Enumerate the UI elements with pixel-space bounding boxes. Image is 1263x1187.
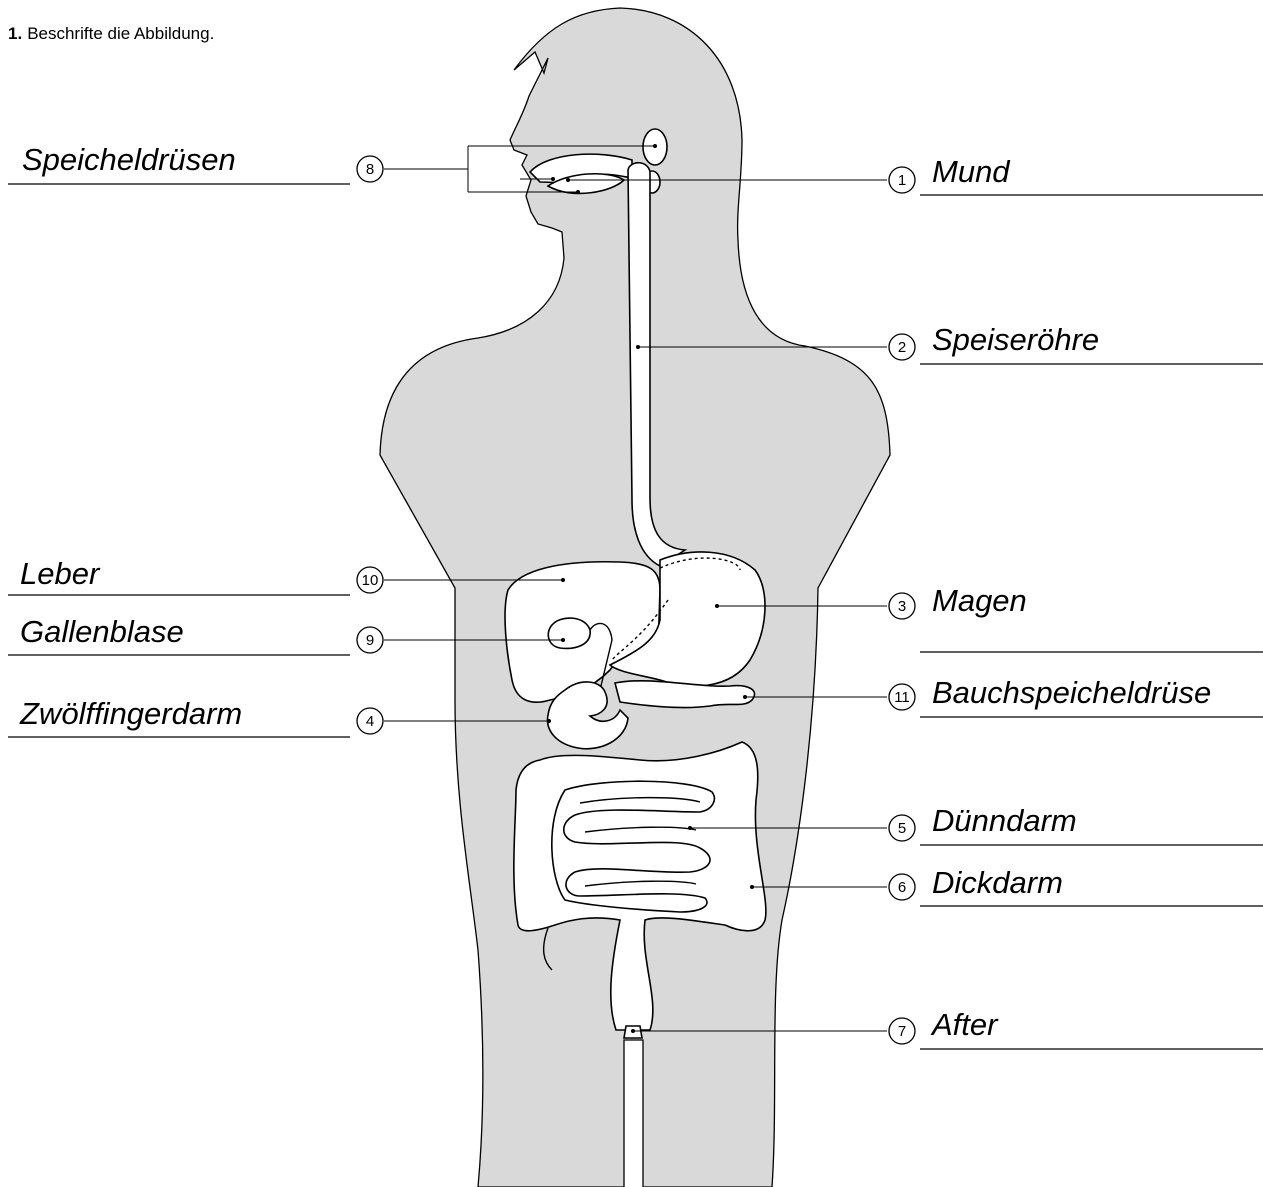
label-number-after: 7 [898,1023,906,1040]
label-number-magen: 3 [898,598,906,615]
task-number: 1. [8,24,22,43]
task-heading: 1. Beschrifte die Abbildung. [8,24,214,43]
label-bauchspeicheldruese: Bauchspeicheldrüse [932,675,1211,710]
label-mund: Mund [932,154,1011,189]
label-number-dickdarm: 6 [898,879,906,896]
task-instruction: Beschrifte die Abbildung. [27,24,214,43]
label-speicheldruesen: Speicheldrüsen [22,142,236,177]
label-magen: Magen [932,583,1027,618]
label-leber: Leber [20,556,101,591]
label-number-gallenblase: 9 [366,632,374,649]
label-number-bauchspeicheldruese: 11 [894,689,910,706]
label-number-speiseroehre: 2 [898,339,906,356]
label-zwoelffingerdarm: Zwölffingerdarm [19,696,242,731]
label-number-mund: 1 [898,172,906,189]
label-number-speicheldruesen: 8 [366,161,374,178]
label-number-leber: 10 [362,572,379,589]
label-after: After [930,1007,999,1042]
label-gallenblase: Gallenblase [20,614,184,649]
label-duenndarm: Dünndarm [932,803,1077,838]
label-number-zwoelffingerdarm: 4 [366,713,374,730]
label-dickdarm: Dickdarm [932,865,1063,900]
label-speiseroehre: Speiseröhre [932,322,1099,357]
label-number-duenndarm: 5 [898,820,906,837]
gallbladder [548,618,590,648]
